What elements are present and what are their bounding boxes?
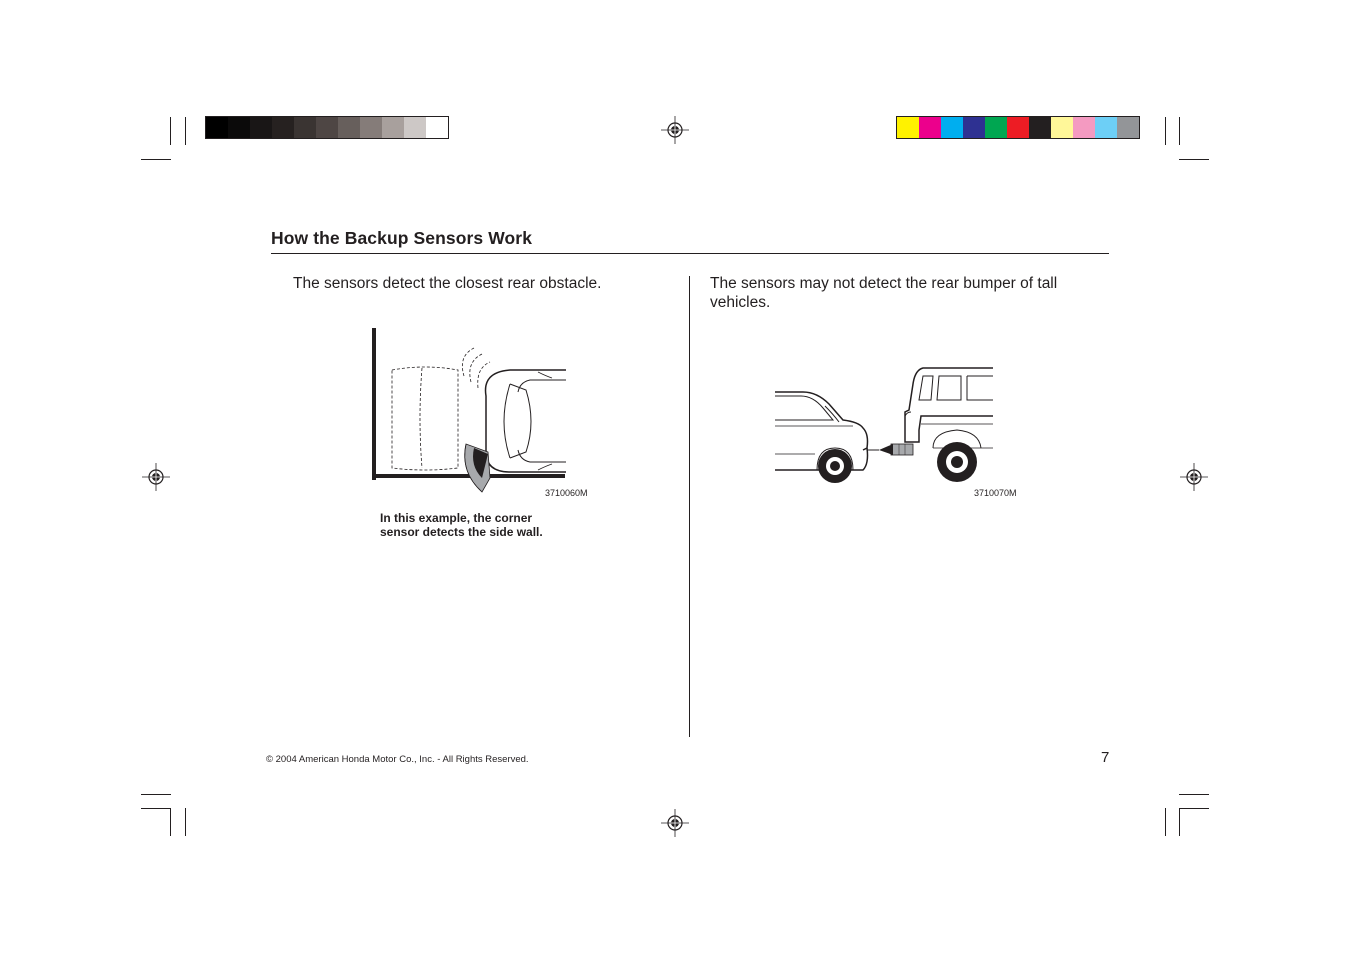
column-divider <box>689 276 690 737</box>
color-swatch <box>985 117 1007 138</box>
color-swatch <box>1007 117 1029 138</box>
color-swatch <box>1095 117 1117 138</box>
right-body-text: The sensors may not detect the rear bump… <box>710 274 1057 312</box>
grayscale-swatch <box>404 117 426 138</box>
page-number: 7 <box>1101 749 1110 766</box>
grayscale-swatch <box>250 117 272 138</box>
caption-line-2: sensor detects the side wall. <box>380 525 543 539</box>
color-swatch <box>1051 117 1073 138</box>
tall-vehicle-illustration <box>775 367 993 483</box>
grayscale-swatch <box>294 117 316 138</box>
color-swatch <box>919 117 941 138</box>
color-swatch <box>1029 117 1051 138</box>
right-body-line-1: The sensors may not detect the rear bump… <box>710 275 1058 292</box>
corner-sensor-illustration <box>372 328 566 493</box>
registration-mark-top <box>661 116 689 144</box>
left-body-text: The sensors detect the closest rear obst… <box>293 275 602 292</box>
color-bar <box>896 116 1140 139</box>
title-rule <box>271 253 1109 254</box>
color-swatch <box>897 117 919 138</box>
registration-mark-bottom <box>661 809 689 837</box>
registration-mark-right <box>1180 463 1208 491</box>
grayscale-bar <box>205 116 449 139</box>
color-swatch <box>941 117 963 138</box>
grayscale-swatch <box>206 117 228 138</box>
grayscale-swatch <box>228 117 250 138</box>
grayscale-swatch <box>338 117 360 138</box>
figure-caption: In this example, the corner sensor detec… <box>380 511 543 539</box>
page-title: How the Backup Sensors Work <box>271 228 533 248</box>
grayscale-swatch <box>382 117 404 138</box>
color-swatch <box>1117 117 1139 138</box>
right-body-line-2: vehicles. <box>710 294 771 311</box>
color-swatch <box>963 117 985 138</box>
grayscale-swatch <box>272 117 294 138</box>
grayscale-swatch <box>360 117 382 138</box>
grayscale-swatch <box>316 117 338 138</box>
figure-code-right: 3710070M <box>974 488 1017 498</box>
caption-line-1: In this example, the corner <box>380 511 533 525</box>
grayscale-swatch <box>426 117 448 138</box>
registration-mark-left <box>142 463 170 491</box>
figure-code-left: 3710060M <box>545 488 588 498</box>
copyright-notice: © 2004 American Honda Motor Co., Inc. - … <box>266 754 529 765</box>
color-swatch <box>1073 117 1095 138</box>
